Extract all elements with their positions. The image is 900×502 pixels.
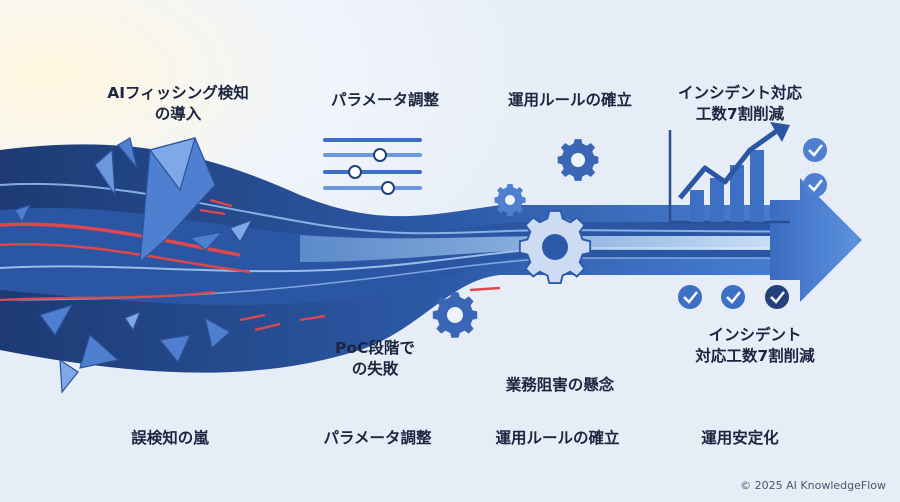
broken-shard-icon [14,137,254,394]
gear-icon [432,139,599,338]
label-ops-stable: 運用安定化 [701,429,779,447]
rising-bar-chart-icon [668,122,790,224]
slider-controls-icon [323,138,422,195]
label-business-concern: 業務阻害の懸念 [505,376,615,394]
check-circle-icon [678,138,827,309]
label-incident-reduction-mid: インシデント 対応工数7割削減 [695,326,815,365]
label-param-tuning-top: パラメータ調整 [330,91,440,109]
label-incident-reduction-top: インシデント対応 工数7割削減 [677,84,802,123]
flow-arrow-icon [770,178,862,302]
label-param-tuning-bottom: パラメータ調整 [323,429,432,447]
data-stream [0,144,821,373]
label-ops-rules-bottom: 運用ルールの確立 [495,429,620,447]
label-ai-phishing-intro: AIフィッシング検知 の導入 [107,84,249,123]
label-poc-failure: PoC段階で の失敗 [335,339,415,378]
copyright-text: © 2025 AI KnowledgeFlow [740,479,886,492]
label-ops-rules-top: 運用ルールの確立 [507,91,632,109]
label-false-positive-storm: 誤検知の嵐 [131,429,209,447]
